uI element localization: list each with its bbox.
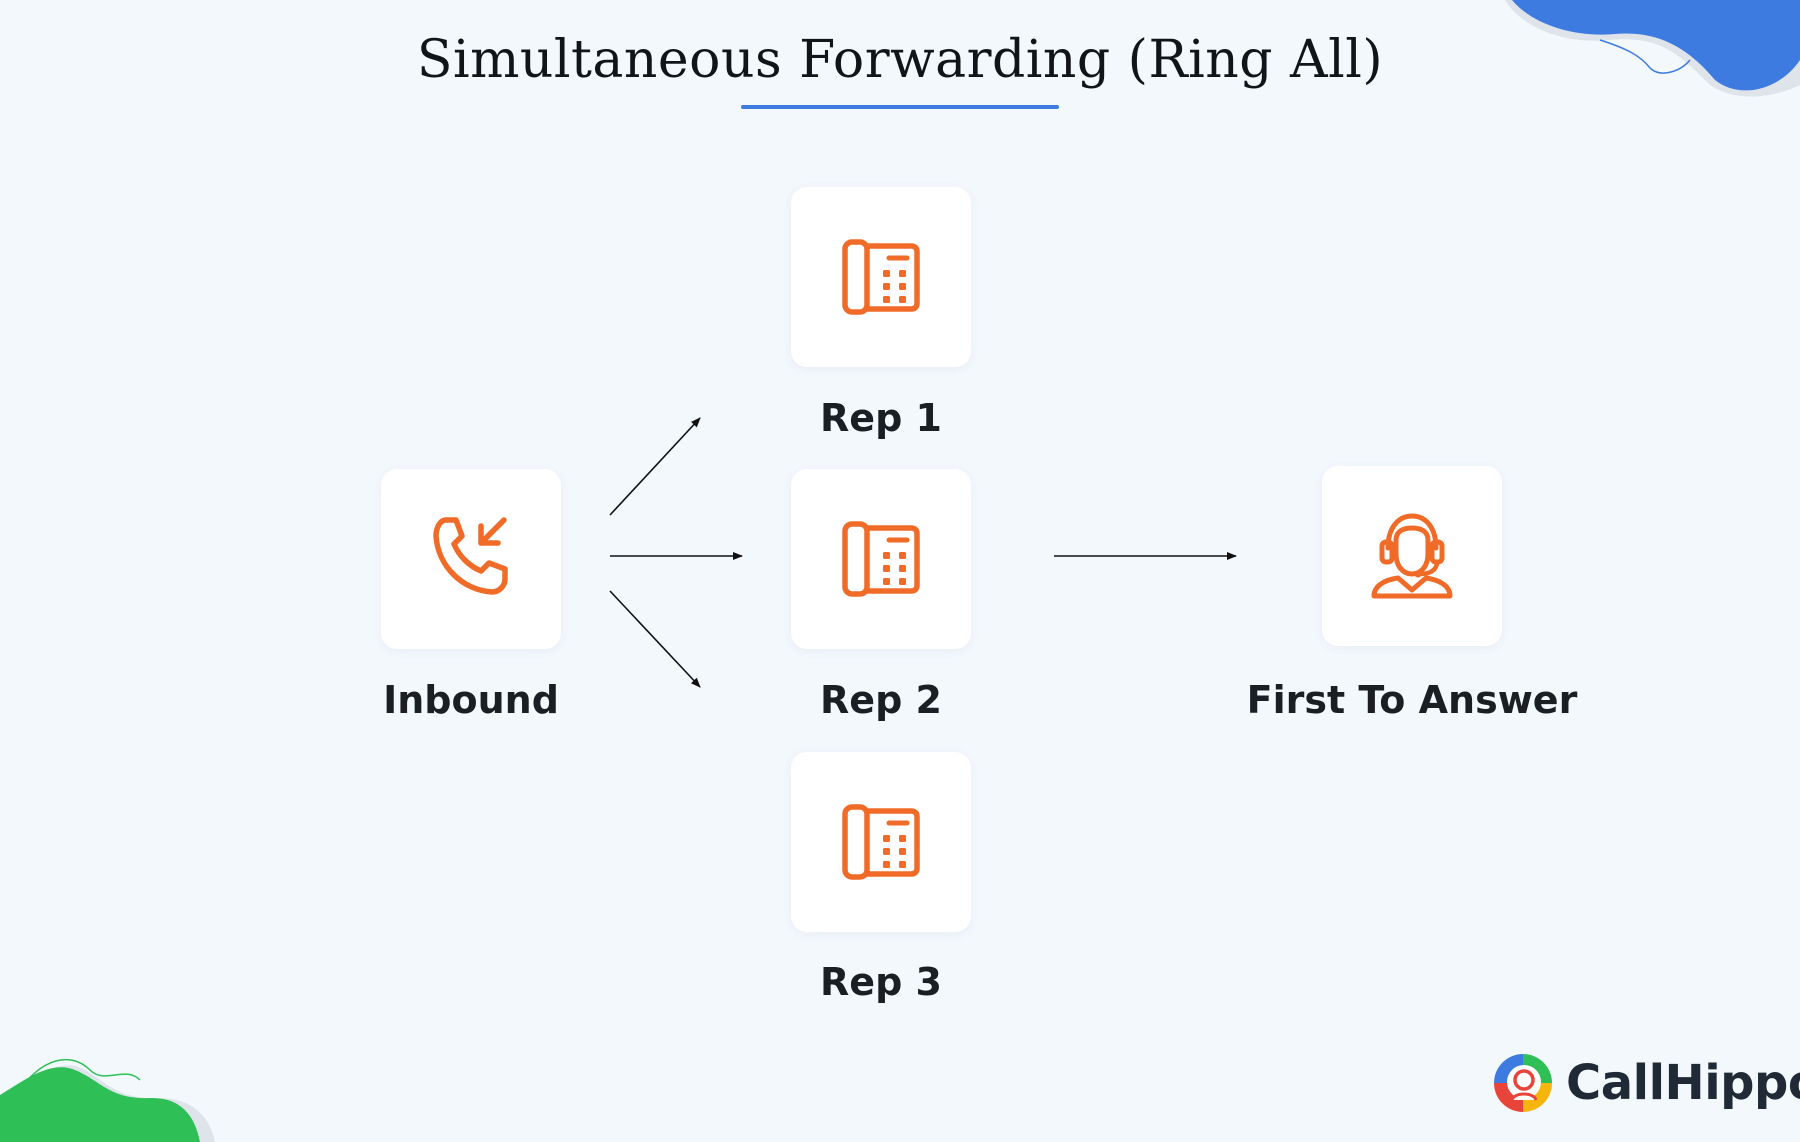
rep2-card (791, 469, 971, 649)
rep3-card (791, 752, 971, 932)
bottom-left-blob (0, 1067, 200, 1142)
arrow-inbound-to-rep3 (609, 590, 701, 688)
bottom-left-blob-line (19, 1059, 141, 1091)
desk-phone-icon (842, 239, 920, 315)
callhippo-logo-icon (1494, 1054, 1552, 1112)
desk-phone-icon (842, 804, 920, 880)
inbound-label: Inbound (383, 678, 559, 722)
rep3-label: Rep 3 (820, 960, 942, 1004)
brand-logo: CallHippo (1490, 1050, 1800, 1116)
answer-label: First To Answer (1246, 678, 1578, 722)
rep2-label: Rep 2 (820, 678, 942, 722)
top-right-blob (1512, 0, 1800, 91)
rep1-card (791, 187, 971, 367)
incoming-call-icon (433, 517, 508, 595)
diagram-title: Simultaneous Forwarding (Ring All) (416, 30, 1384, 90)
top-right-blob-line (1599, 39, 1691, 74)
answer-card (1322, 466, 1502, 646)
brand-name: CallHippo (1566, 1055, 1800, 1111)
rep1-label: Rep 1 (820, 396, 942, 440)
headset-agent-icon (1371, 513, 1453, 599)
inbound-card (381, 469, 561, 649)
desk-phone-icon (842, 521, 920, 597)
title-underline (741, 105, 1059, 109)
arrow-inbound-to-rep1 (609, 417, 701, 516)
